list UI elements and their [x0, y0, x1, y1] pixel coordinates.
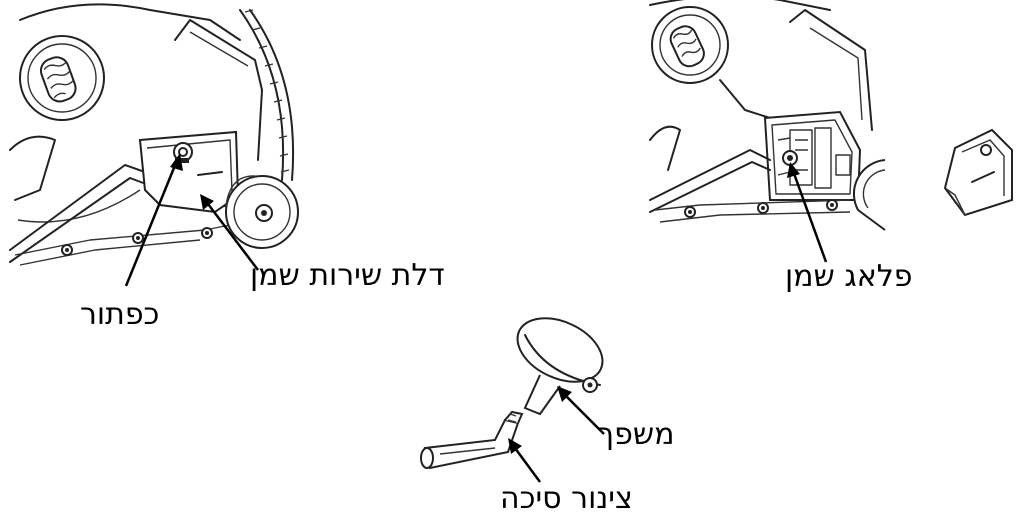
funnel — [507, 306, 612, 414]
right-mower-illustration — [650, 0, 1012, 262]
label-cap: כפתור — [80, 300, 159, 330]
arrow-to-hose — [508, 438, 540, 482]
service-bay — [765, 112, 860, 200]
vent-badge-left — [20, 36, 104, 120]
funnel-hose-illustration — [421, 306, 613, 482]
left-mower-illustration — [10, 4, 298, 286]
removed-door — [945, 130, 1012, 215]
label-drain-hose: צינור סיכה — [500, 484, 633, 514]
label-oil-plug: פלאג שמן — [785, 262, 913, 292]
front-wheel-left — [226, 176, 298, 248]
vent-badge-right — [652, 7, 728, 83]
label-oil-service-door: דלת שירות שמן — [250, 261, 445, 291]
arrow-to-funnel — [557, 386, 604, 434]
label-funnel: משפך — [598, 420, 674, 450]
drain-hose — [421, 412, 522, 468]
